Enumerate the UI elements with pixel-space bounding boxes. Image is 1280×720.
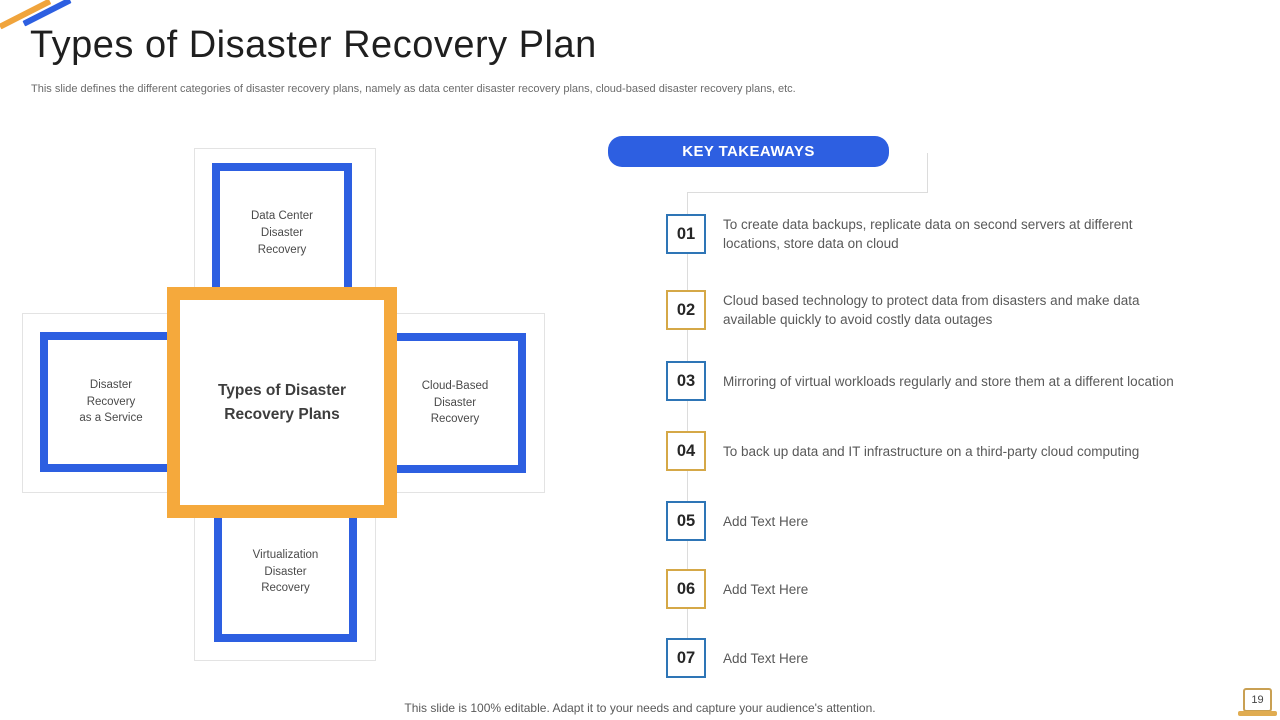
takeaway-number-badge: 02 — [666, 290, 706, 330]
diagram-box-data-center: Data Center Disaster Recovery — [212, 163, 352, 304]
takeaway-number-badge: 06 — [666, 569, 706, 609]
takeaway-item: 05 Add Text Here — [666, 501, 1271, 541]
key-takeaways-header: KEY TAKEAWAYS — [608, 136, 889, 167]
editable-note: This slide is 100% editable. Adapt it to… — [404, 701, 876, 715]
takeaway-number-badge: 04 — [666, 431, 706, 471]
diagram-box-virtualization: Virtualization Disaster Recovery — [214, 502, 357, 642]
takeaway-item: 07 Add Text Here — [666, 638, 1271, 678]
takeaway-number-badge: 03 — [666, 361, 706, 401]
laptop-icon: 19 — [1238, 688, 1277, 717]
takeaways-connector-line — [927, 153, 928, 193]
diagram-box-cloud-based: Cloud-Based Disaster Recovery — [384, 333, 526, 473]
takeaway-item: 01 To create data backups, replicate dat… — [666, 214, 1271, 254]
takeaway-item: 02 Cloud based technology to protect dat… — [666, 290, 1271, 330]
takeaway-number-badge: 07 — [666, 638, 706, 678]
takeaways-spine-line — [687, 192, 688, 658]
takeaway-text: Add Text Here — [723, 650, 809, 666]
page-title: Types of Disaster Recovery Plan — [30, 24, 597, 66]
diagram-center-box: Types of Disaster Recovery Plans — [167, 287, 397, 518]
takeaway-text: Add Text Here — [723, 513, 809, 529]
takeaway-text: To create data backups, replicate data o… — [723, 217, 1133, 251]
laptop-base — [1238, 711, 1277, 716]
takeaway-text: Cloud based technology to protect data f… — [723, 293, 1140, 327]
takeaway-item: 06 Add Text Here — [666, 569, 1271, 609]
takeaway-text: Mirroring of virtual workloads regularly… — [723, 373, 1174, 389]
takeaway-item: 03 Mirroring of virtual workloads regula… — [666, 361, 1271, 401]
slide-description: This slide defines the different categor… — [31, 83, 796, 95]
page-number: 19 — [1243, 688, 1272, 712]
takeaway-number-badge: 05 — [666, 501, 706, 541]
takeaways-connector-line — [688, 192, 928, 193]
takeaway-number-badge: 01 — [666, 214, 706, 254]
diagram-box-dr-as-a-service: Disaster Recovery as a Service — [40, 332, 182, 472]
takeaway-text: Add Text Here — [723, 581, 809, 597]
takeaway-text: To back up data and IT infrastructure on… — [723, 443, 1140, 459]
takeaway-item: 04 To back up data and IT infrastructure… — [666, 431, 1271, 471]
